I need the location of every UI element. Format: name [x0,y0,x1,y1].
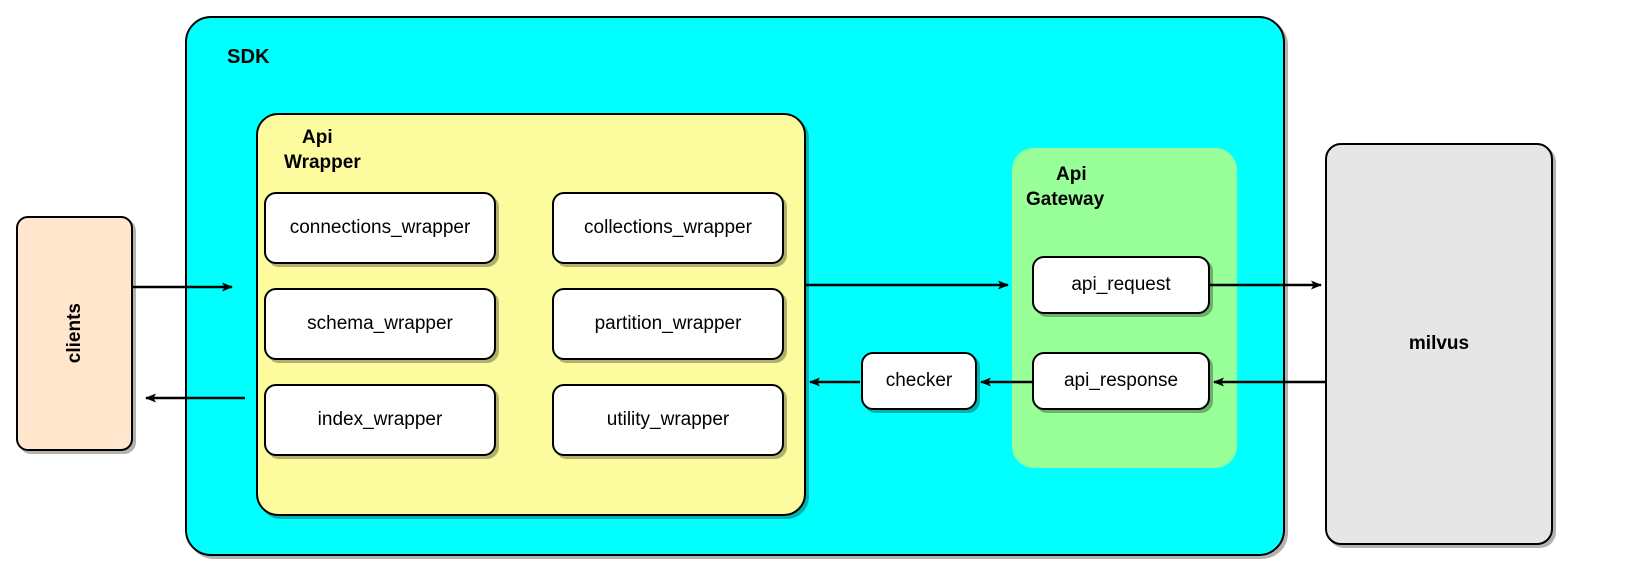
api-gateway-label: Api Gateway [1026,162,1186,212]
clients-node[interactable]: clients [16,216,133,451]
api-request-node[interactable]: api_request [1032,256,1210,314]
milvus-node[interactable]: milvus [1325,143,1553,545]
module-utility-wrapper[interactable]: utility_wrapper [552,384,784,456]
module-index-wrapper[interactable]: index_wrapper [264,384,496,456]
api-gateway-label-line2: Gateway [1026,189,1105,211]
sdk-label: SDK [227,46,270,68]
api-gateway-label-line1: Api [1056,164,1087,185]
api-wrapper-label-line2: Wrapper [284,152,361,174]
module-collections-wrapper[interactable]: collections_wrapper [552,192,784,264]
clients-label: clients [63,303,85,364]
module-partition-wrapper[interactable]: partition_wrapper [552,288,784,360]
api-wrapper-label-line1: Api [302,127,333,148]
api-response-node[interactable]: api_response [1032,352,1210,410]
checker-node[interactable]: checker [861,352,977,410]
api-wrapper-label: Api Wrapper [284,125,434,175]
module-connections-wrapper[interactable]: connections_wrapper [264,192,496,264]
module-schema-wrapper[interactable]: schema_wrapper [264,288,496,360]
